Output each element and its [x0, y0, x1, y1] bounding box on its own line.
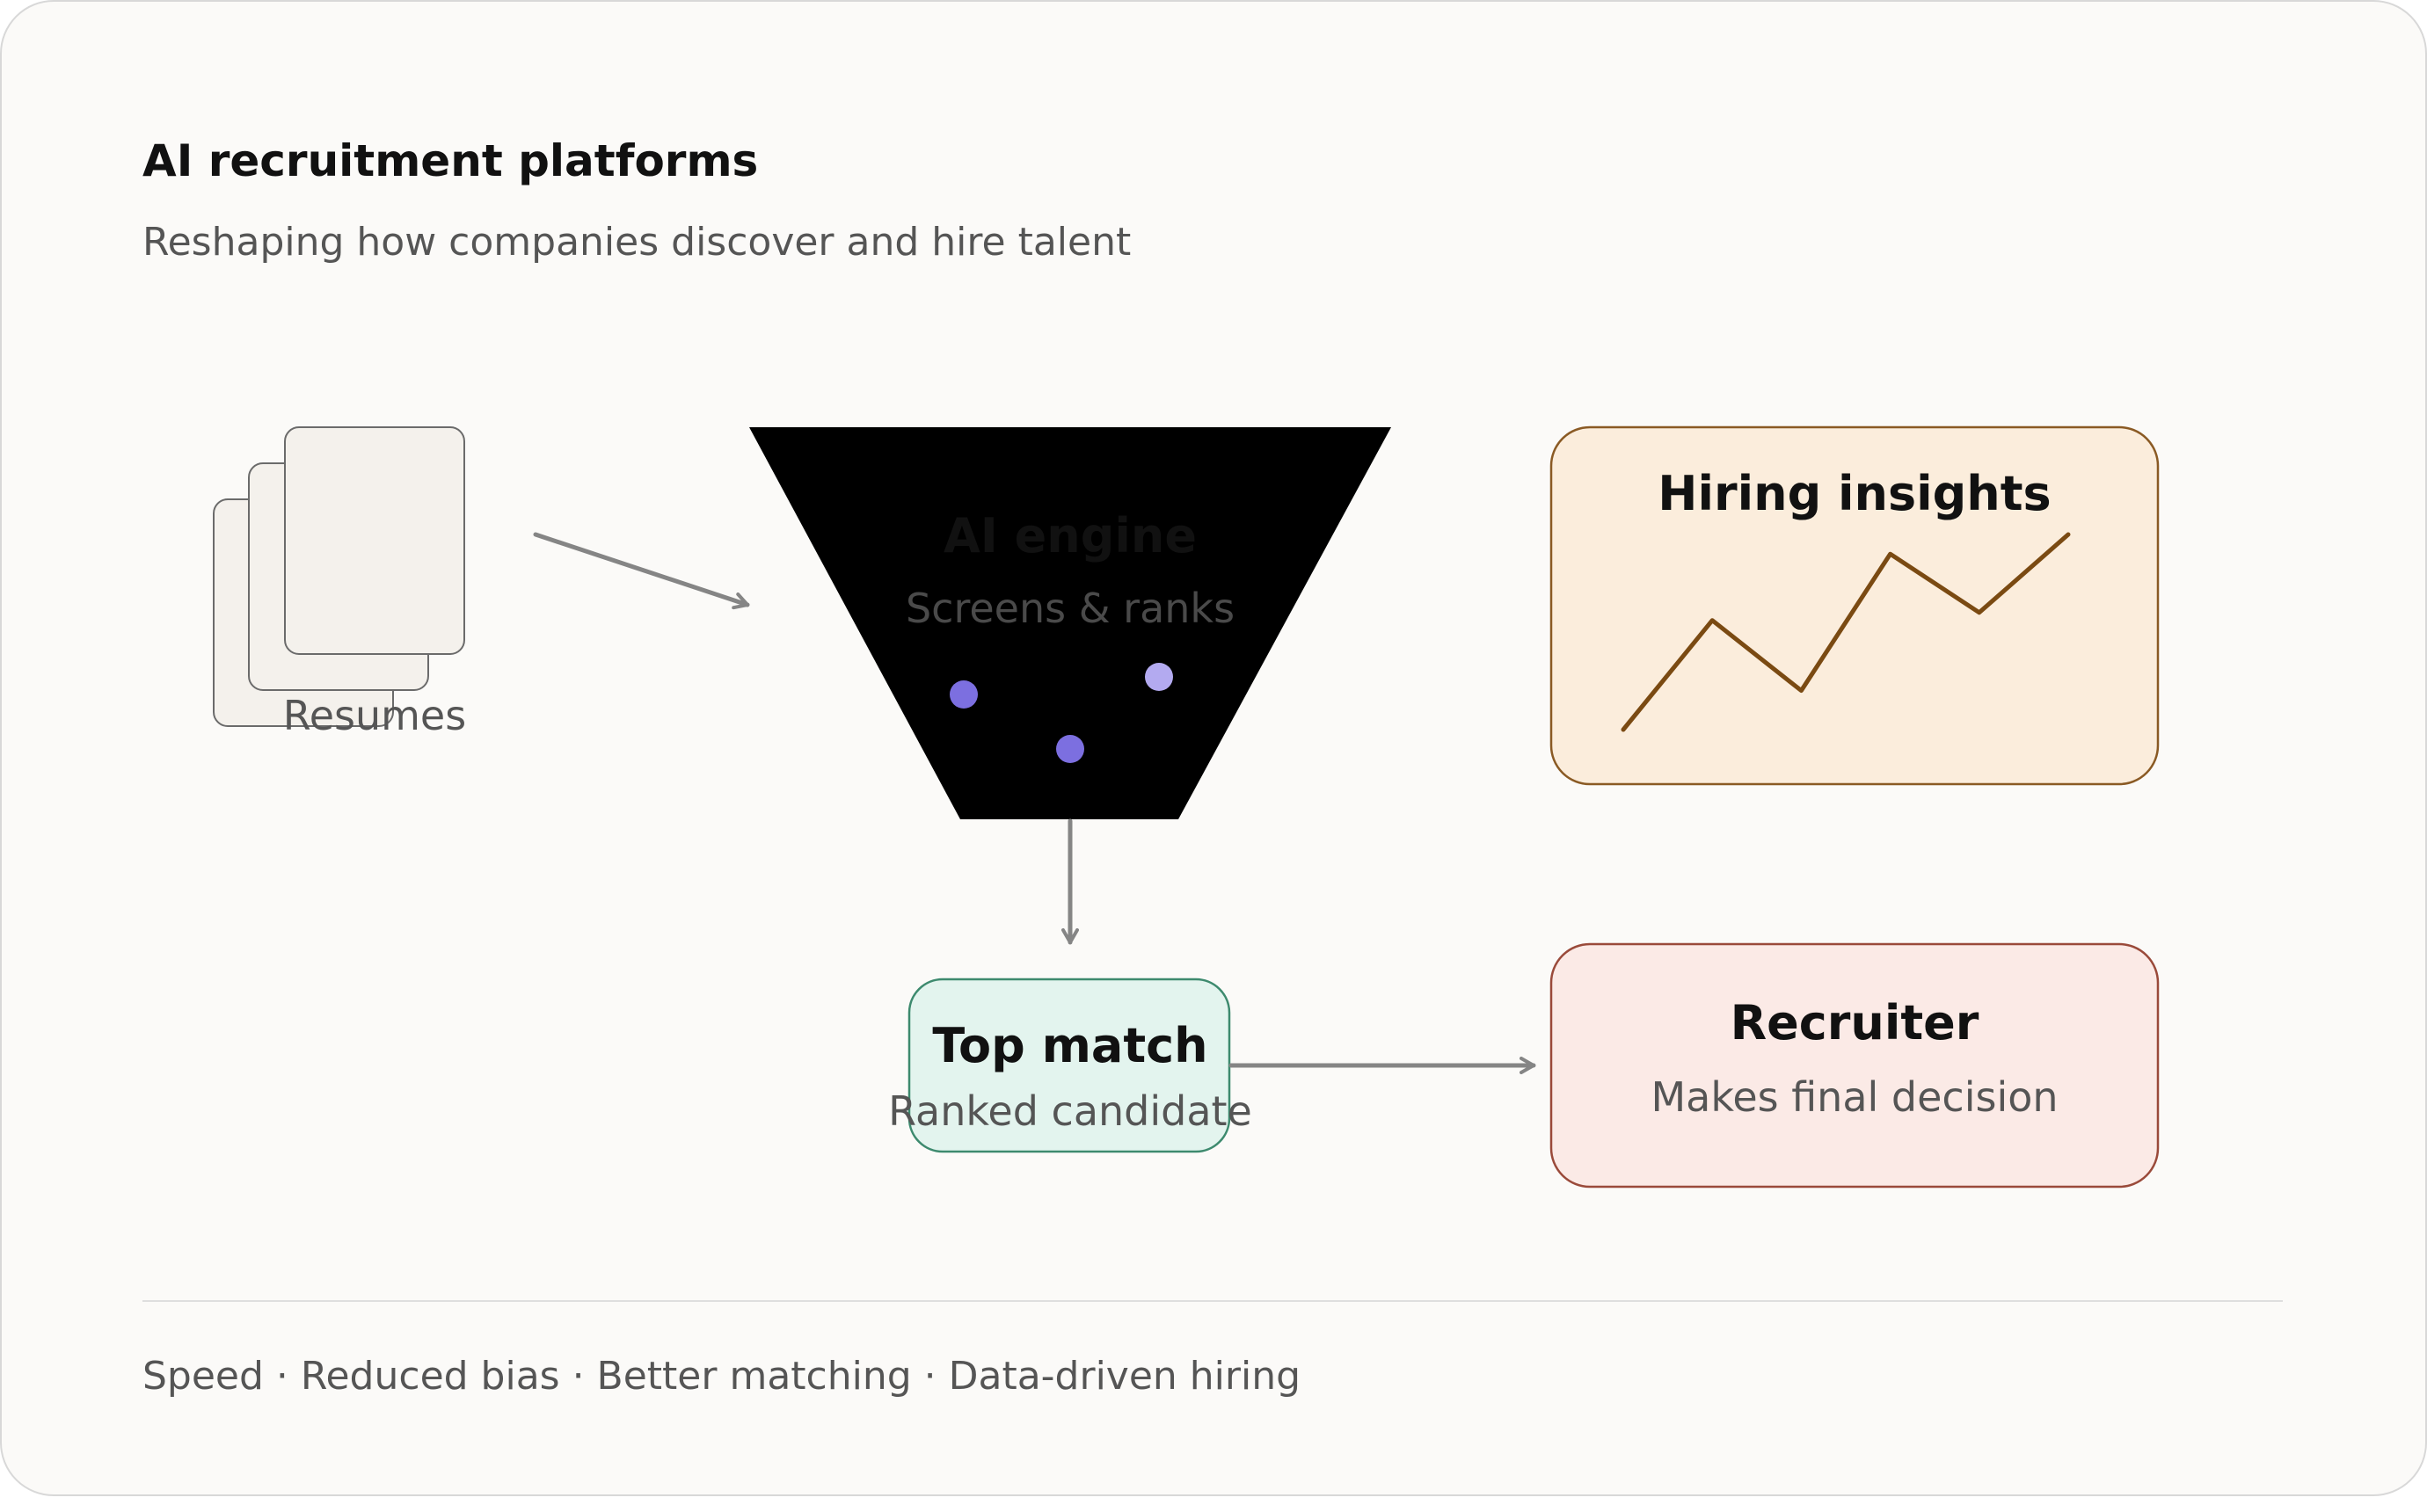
- resumes-stack-icon: [213, 426, 465, 727]
- recruiter-title: Recruiter: [1731, 995, 1979, 1050]
- ai-engine-title: AI engine: [944, 508, 1197, 563]
- recruiter-box: [1549, 942, 2160, 1189]
- ai-engine-subtitle: Screens & ranks: [906, 585, 1235, 632]
- top-match-title: Top match: [932, 1018, 1207, 1073]
- arrow-resumes-to-engine: [533, 532, 750, 610]
- resume-page-front: [284, 426, 465, 655]
- candidate-dot-right: [1145, 663, 1173, 691]
- recruiter-subtitle: Makes final decision: [1651, 1073, 2058, 1121]
- hiring-trend-line: [1621, 532, 2071, 732]
- footer-benefits: Speed · Reduced bias · Better matching ·…: [142, 1354, 1301, 1399]
- page-subtitle: Reshaping how companies discover and hir…: [142, 220, 1131, 265]
- page-title: AI recruitment platforms: [142, 135, 758, 186]
- candidate-dot-bottom: [1056, 735, 1084, 763]
- candidate-dot-left: [950, 680, 978, 709]
- resumes-label: Resumes: [283, 692, 466, 739]
- ai-engine-funnel: [749, 427, 1391, 819]
- top-match-subtitle: Ranked candidate: [888, 1087, 1252, 1135]
- hiring-insights-title: Hiring insights: [1658, 466, 2051, 521]
